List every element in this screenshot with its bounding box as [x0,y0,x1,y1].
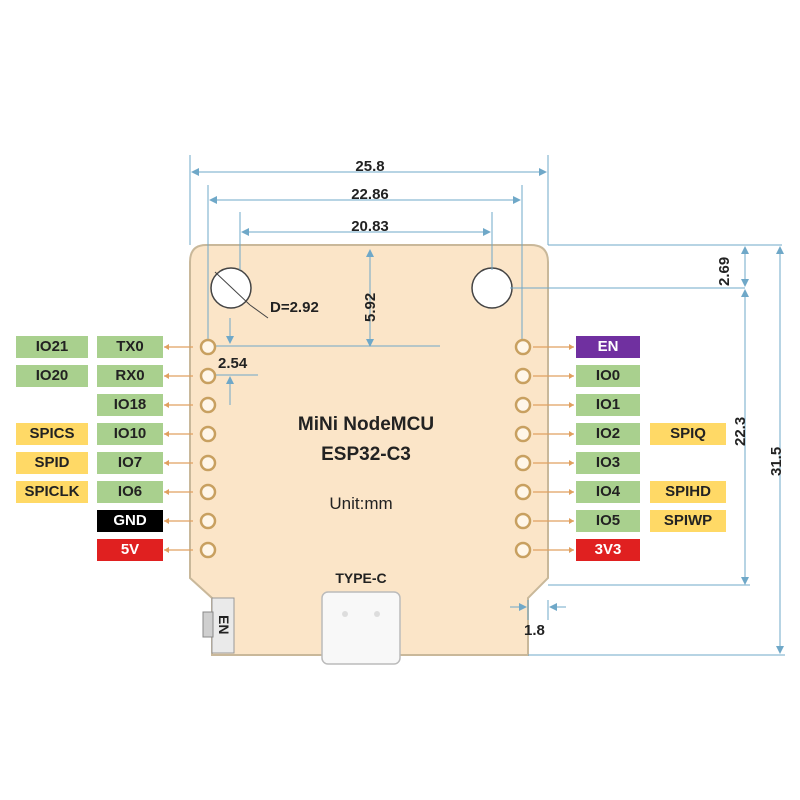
left-pin-label-3: IO18 [97,394,163,416]
left-pin-label-4: IO10 [97,423,163,445]
left-pin-arrow-6-head [164,489,169,495]
right-pin-label-1: EN [576,336,640,358]
unit-label: Unit:mm [329,494,393,513]
right-pin-pad-5 [514,454,532,472]
board-title: MiNi NodeMCU [297,414,435,435]
left-pin-arrow-3-head [164,402,169,408]
left-pin-alt-label-2: IO20 [16,365,88,387]
dim-board-height: 31.5 [768,446,785,476]
right-pin-label-7: IO5 [576,510,640,532]
right-pin-alt-label-7: SPIWP [650,510,726,532]
right-pin-pad-7 [514,512,532,530]
left-pin-pad-4 [199,425,217,443]
left-pin-label-8: 5V [97,539,163,561]
dim-width-holes-outer: 22.86 [351,186,389,203]
left-pin-pad-2 [199,367,217,385]
left-pin-label-2: RX0 [97,365,163,387]
left-pin-arrow-2-head [164,373,169,379]
dim-header-length: 22.3 [732,416,749,446]
mounting-hole-right [471,267,513,309]
left-pin-arrow-8-head [164,547,169,553]
left-pin-alt-label-6: SPICLK [16,481,88,503]
right-pin-pad-8 [514,541,532,559]
en-button-cap [202,611,214,638]
left-pin-pad-6 [199,483,217,501]
chip-name: ESP32-C3 [321,444,411,465]
usb-label: TYPE-C [335,570,387,586]
right-pin-label-6: IO4 [576,481,640,503]
left-pin-pad-5 [199,454,217,472]
left-pin-label-1: TX0 [97,336,163,358]
right-pin-pad-3 [514,396,532,414]
left-pin-pad-8 [199,541,217,559]
right-pin-arrow-5-head [569,460,574,466]
dim-hole-top-margin: 2.69 [716,256,733,286]
left-pin-pad-7 [199,512,217,530]
right-pin-label-4: IO2 [576,423,640,445]
right-pin-alt-label-6: SPIHD [650,481,726,503]
right-pin-arrow-2-head [569,373,574,379]
left-pin-pad-1 [199,338,217,356]
right-pin-label-5: IO3 [576,452,640,474]
en-button-label: EN [216,615,232,635]
left-pin-arrow-7-head [164,518,169,524]
right-pin-label-3: IO1 [576,394,640,416]
right-pin-pad-4 [514,425,532,443]
right-pin-arrow-7-head [569,518,574,524]
right-pin-pad-6 [514,483,532,501]
dim-hole-offset: 5.92 [362,292,379,322]
right-pin-pad-1 [514,338,532,356]
right-pin-pad-2 [514,367,532,385]
left-pin-alt-label-1: IO21 [16,336,88,358]
dim-hole-diameter: D=2.92 [270,299,319,316]
left-pin-arrow-1-head [164,344,169,350]
right-pin-label-2: IO0 [576,365,640,387]
right-pin-alt-label-4: SPIQ [650,423,726,445]
left-pin-alt-label-4: SPICS [16,423,88,445]
right-pin-arrow-4-head [569,431,574,437]
left-pin-label-7: GND [97,510,163,532]
left-pin-arrow-4-head [164,431,169,437]
left-pin-label-6: IO6 [97,481,163,503]
right-pin-arrow-3-head [569,402,574,408]
left-pin-pad-3 [199,396,217,414]
right-pin-arrow-1-head [569,344,574,350]
right-pin-arrow-8-head [569,547,574,553]
dim-usb-overhang: 1.8 [524,622,545,639]
dim-width-holes-inner: 20.83 [351,218,389,235]
left-pin-alt-label-5: SPID [16,452,88,474]
usb-c-connector [321,591,401,665]
right-pin-arrow-6-head [569,489,574,495]
right-pin-label-8: 3V3 [576,539,640,561]
left-pin-label-5: IO7 [97,452,163,474]
left-pin-arrow-5-head [164,460,169,466]
dim-pin-pitch: 2.54 [218,355,248,372]
dim-width-outer: 25.8 [355,158,385,175]
